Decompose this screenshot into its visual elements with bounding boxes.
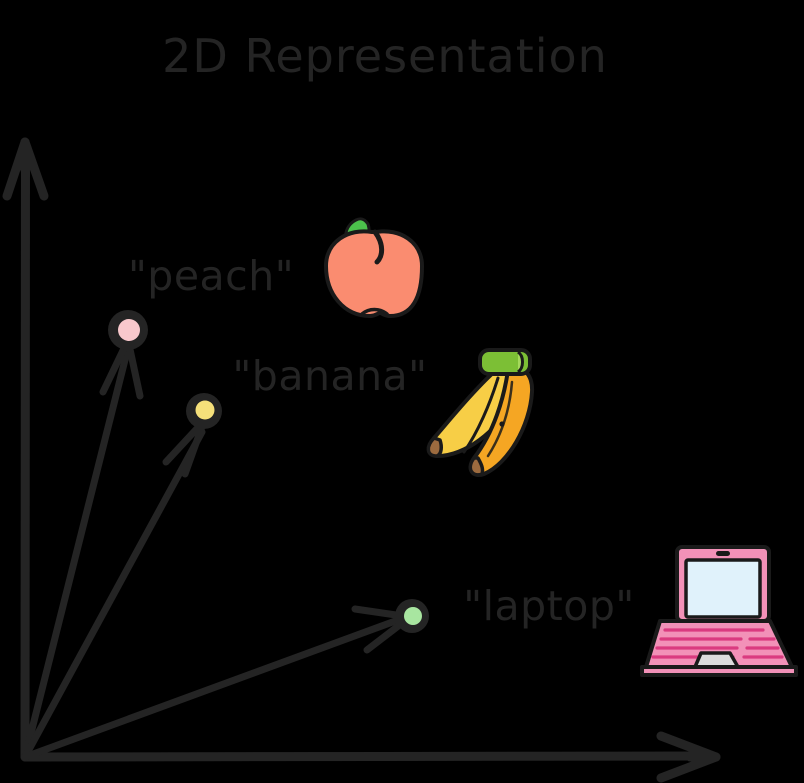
data-point-laptop[interactable] xyxy=(395,599,429,633)
peach-icon xyxy=(324,217,424,318)
point-label-banana: "banana" xyxy=(232,352,427,400)
banana-icon xyxy=(426,348,535,477)
point-label-laptop: "laptop" xyxy=(463,582,634,630)
data-point-banana[interactable] xyxy=(186,393,222,429)
laptop-icon xyxy=(640,545,798,677)
data-point-peach[interactable] xyxy=(108,310,148,350)
page-title: 2D Representation xyxy=(162,29,608,83)
y-axis xyxy=(2,137,49,762)
x-axis xyxy=(20,731,721,783)
point-label-peach: "peach" xyxy=(128,252,294,300)
